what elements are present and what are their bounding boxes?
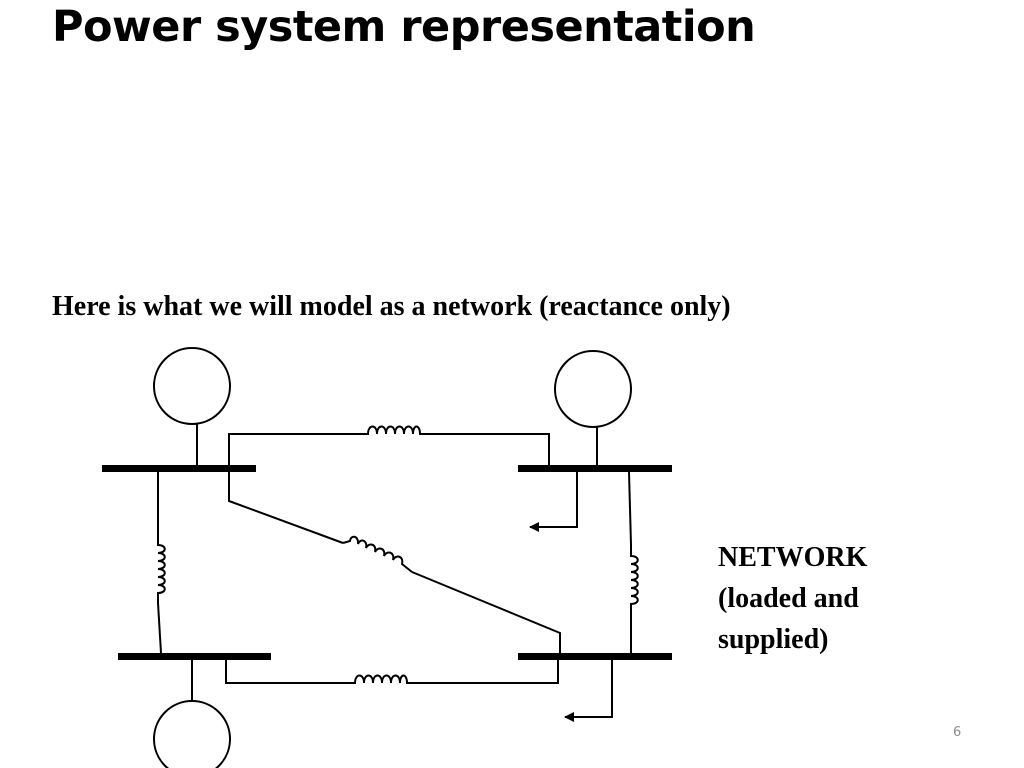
network-label-line-2: (loaded and	[718, 583, 859, 614]
network-label: NETWORK (loaded and supplied)	[718, 537, 867, 660]
line-3-4	[225, 660, 559, 684]
bus-2	[518, 465, 672, 472]
generator-bus-1	[153, 347, 231, 468]
line-1-2	[228, 425, 550, 468]
network-label-line-1: NETWORK	[718, 542, 868, 573]
line-2-4	[628, 471, 639, 653]
page-title: Power system representation	[52, 2, 756, 52]
generator-bus-2	[554, 350, 632, 468]
line-1-3	[157, 472, 166, 654]
load-bus-4	[564, 660, 613, 722]
diagram-subtitle: Here is what we will model as a network …	[52, 291, 731, 322]
line-1-4	[228, 472, 561, 653]
page-number: 6	[953, 725, 962, 740]
bus-3	[118, 653, 271, 660]
network-label-line-3: supplied)	[718, 624, 829, 655]
bus-4	[518, 653, 672, 660]
generator-bus-3	[153, 657, 231, 768]
load-bus-2	[529, 472, 578, 532]
bus-1	[102, 465, 256, 472]
